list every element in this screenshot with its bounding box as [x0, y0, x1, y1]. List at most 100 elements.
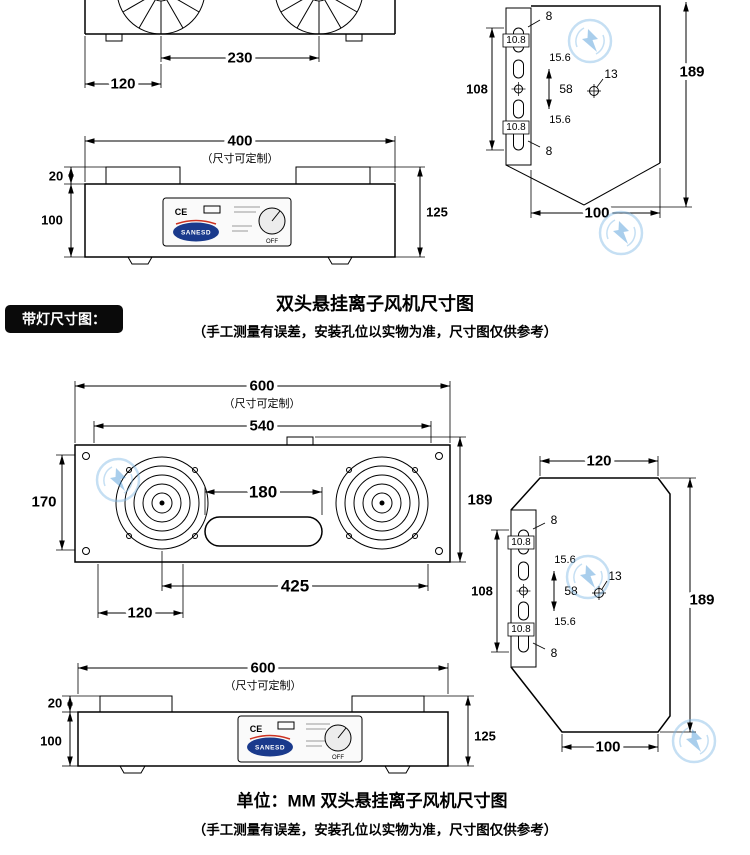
logo-swoosh: [175, 219, 217, 225]
light-window: [204, 516, 323, 547]
dim-gap-8-bottom: 8: [527, 140, 553, 158]
top-rail: [99, 695, 173, 713]
section-mid: 600 （尺寸可定制） 540 180: [31, 374, 718, 774]
dim-label-10-8: 10.8: [511, 537, 531, 548]
dim-inner-540: 540: [93, 414, 432, 443]
dim-label-100: 100: [595, 739, 620, 756]
dim-label-58: 58: [559, 82, 573, 96]
side-view-top: 8 10.8 15.6 58 13 15.6 10.8: [466, 2, 708, 225]
top-rail: [351, 695, 425, 713]
logo-swoosh: [249, 734, 291, 740]
hanger-tab: [345, 33, 363, 42]
dim-label-8: 8: [551, 646, 558, 660]
mount-plate: [505, 7, 532, 166]
dim-label-425: 425: [281, 577, 309, 596]
watermarks: [95, 18, 717, 764]
dim-label-189: 189: [679, 64, 704, 81]
customizable-note: （尺寸可定制）: [225, 678, 302, 692]
dim-label-170: 170: [31, 494, 56, 511]
housing-body: [77, 711, 449, 767]
foot: [119, 765, 146, 774]
hole-13: 13: [587, 67, 618, 98]
top-tab: [286, 436, 314, 446]
corner-screw: [82, 547, 90, 555]
right-fan-grille: [335, 456, 429, 550]
body-edge: [531, 5, 661, 163]
side-view-mid: 120 8 10.8 15.6 58 13: [471, 449, 718, 759]
watermark-logo: [671, 718, 717, 764]
dim-label-600: 600: [249, 378, 274, 395]
dim-label-108: 108: [471, 584, 493, 599]
left-fan-grille: [115, 456, 209, 550]
dim-label-15-6: 15.6: [549, 52, 570, 64]
dim-total-125: 125: [424, 695, 496, 767]
dim-label-10-8: 10.8: [506, 35, 526, 46]
hole-13: 13: [592, 569, 622, 600]
right-fan: [274, 0, 364, 35]
power-switch[interactable]: [203, 205, 221, 214]
dim-top-120: 120: [539, 449, 659, 476]
top-rail: [105, 166, 181, 185]
with-light-badge: 带灯尺寸图：: [5, 305, 123, 333]
dim-total-125: 125: [370, 166, 448, 258]
top-view-600: 600 （尺寸可定制） 540 180: [31, 374, 496, 625]
housing-top: [74, 444, 451, 563]
dim-label-8: 8: [551, 513, 558, 527]
middle-titles: 双头悬挂离子风机尺寸图 （手工测量有误差，安装孔位以实物为准，尺寸图仅供参考） …: [5, 293, 557, 340]
dim-label-20: 20: [48, 696, 62, 711]
control-panel: CE SANESD OFF: [162, 197, 292, 247]
sheet-title-bottom: 单位：MM 双头悬挂离子风机尺寸图: [236, 791, 507, 811]
dim-gap-8-bottom: 8: [532, 642, 558, 660]
corner-screw: [435, 452, 443, 460]
dim-fan-offset-120: 120: [84, 36, 162, 96]
dim-label-125: 125: [426, 205, 448, 220]
dim-body-100: 100: [41, 184, 85, 258]
dim-width-400: 400 （尺寸可定制）: [84, 129, 396, 182]
foot: [127, 256, 153, 265]
dim-label-230: 230: [227, 50, 252, 67]
badge-label: 带灯尺寸图：: [22, 311, 106, 327]
dim-body-100: 100: [40, 712, 78, 767]
dim-slots-108: 108: [471, 529, 509, 653]
sheet-subtitle-bottom: （手工测量有误差，安装孔位以实物为准，尺寸图仅供参考）: [193, 822, 558, 838]
dim-label-15-6: 15.6: [549, 114, 570, 126]
foot: [384, 765, 411, 774]
dim-label-400: 400: [227, 133, 252, 150]
knob-pointer: [271, 210, 281, 222]
dim-label-125: 125: [474, 729, 496, 744]
dim-label-120: 120: [127, 605, 152, 622]
front-view-400: 400 （尺寸可定制） 20 100: [41, 129, 448, 265]
dim-bottom-100: 100: [561, 734, 659, 759]
customizable-note: （尺寸可定制）: [202, 151, 279, 165]
watermark-logo: [567, 18, 613, 64]
dim-slot-10-8-top: 10.8: [507, 535, 535, 550]
dim-label-108: 108: [466, 82, 488, 97]
dim-label-20: 20: [49, 169, 63, 184]
dim-label-10-8: 10.8: [506, 122, 526, 133]
brand-logo: [247, 737, 293, 757]
dim-label-10-8: 10.8: [511, 624, 531, 635]
ce-mark: CE: [250, 724, 263, 734]
hanger-tab: [105, 33, 123, 42]
watermark-logo: [598, 210, 644, 256]
dim-tab-20: 20: [49, 166, 106, 185]
brand-label: SANESD: [255, 745, 285, 752]
dim-slot-10-8-bottom: 10.8: [502, 120, 530, 135]
bottom-chamfer: [505, 164, 585, 206]
dim-width-600: 600 （尺寸可定制）: [77, 656, 449, 696]
dim-span-425: 425: [161, 551, 429, 599]
brand-label: SANESD: [181, 230, 211, 237]
dim-slots-108: 108: [466, 27, 504, 151]
dim-width-600: 600 （尺寸可定制）: [74, 374, 451, 443]
top-plan-view: 230 120: [84, 0, 396, 96]
dim-label-13: 13: [608, 569, 622, 583]
housing-body: [84, 183, 396, 258]
power-switch[interactable]: [277, 721, 295, 730]
knob-off-label: OFF: [332, 755, 344, 761]
control-panel: CE SANESD OFF: [237, 715, 363, 763]
mount-plate: [510, 509, 537, 668]
corner-screw: [435, 547, 443, 555]
dim-label-540: 540: [249, 418, 274, 435]
dim-label-180: 180: [249, 483, 277, 502]
